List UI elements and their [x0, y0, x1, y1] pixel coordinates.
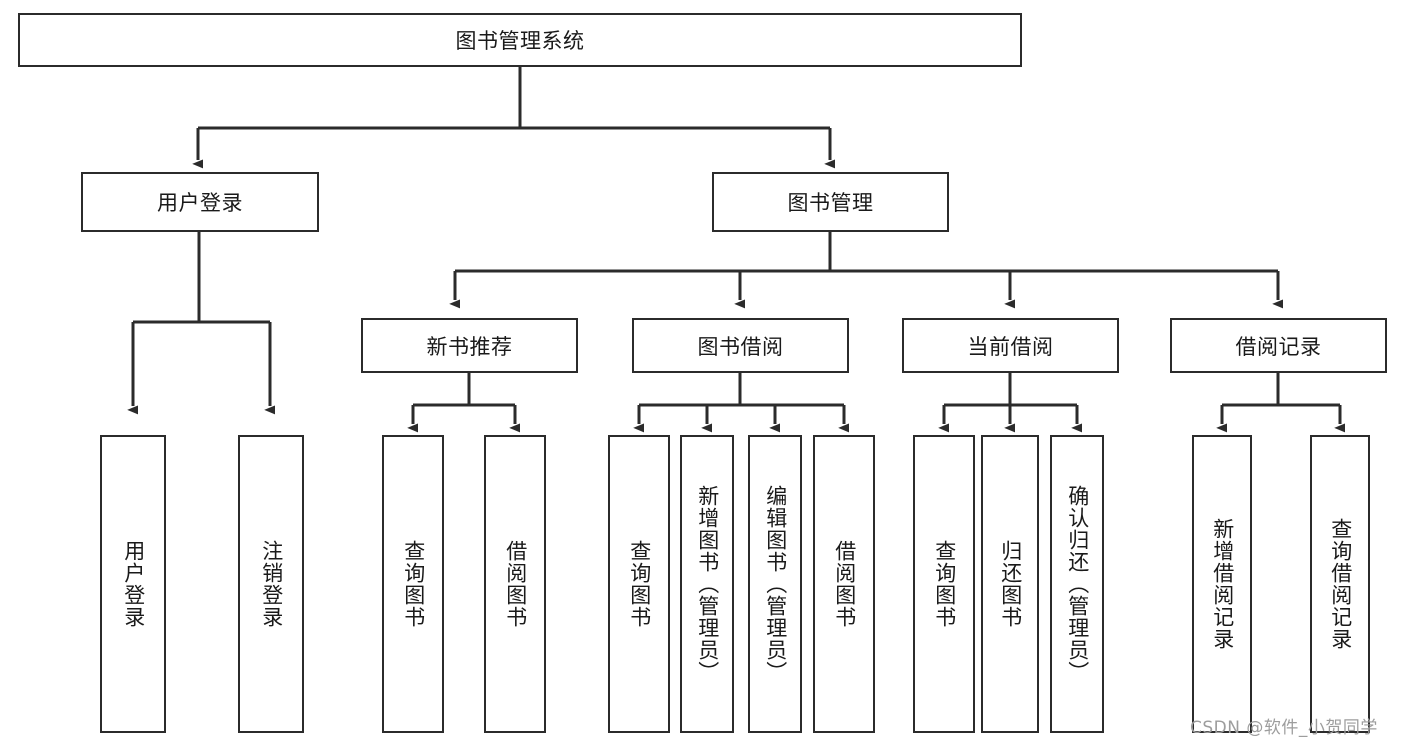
node-root-label: 图书管理系统 — [455, 29, 585, 53]
node-leaf-return-book-label: 归还图书 — [998, 540, 1023, 628]
node-leaf-confirm-return-label: 确认归还（管理员） — [1065, 485, 1090, 683]
csdn-watermark: CSDN @软件_小贺同学 — [1190, 718, 1378, 738]
node-leaf-add-book[interactable]: 新增图书（管理员） — [680, 435, 734, 733]
node-leaf-borrow-book-1-label: 借阅图书 — [503, 540, 528, 628]
node-book-manage[interactable]: 图书管理 — [712, 172, 949, 232]
node-current-borrow[interactable]: 当前借阅 — [902, 318, 1119, 373]
node-leaf-query-book-1[interactable]: 查询图书 — [382, 435, 444, 733]
node-borrow-record[interactable]: 借阅记录 — [1170, 318, 1387, 373]
node-leaf-query-record[interactable]: 查询借阅记录 — [1310, 435, 1370, 733]
node-leaf-return-book[interactable]: 归还图书 — [981, 435, 1039, 733]
node-leaf-user-logout[interactable]: 注销登录 — [238, 435, 304, 733]
node-user-login[interactable]: 用户登录 — [81, 172, 319, 232]
node-leaf-query-book-3[interactable]: 查询图书 — [913, 435, 975, 733]
node-new-book-rec-label: 新书推荐 — [426, 334, 513, 359]
node-leaf-add-record[interactable]: 新增借阅记录 — [1192, 435, 1252, 733]
node-leaf-confirm-return[interactable]: 确认归还（管理员） — [1050, 435, 1104, 733]
node-leaf-borrow-book-2-label: 借阅图书 — [832, 540, 857, 628]
node-leaf-borrow-book-2[interactable]: 借阅图书 — [813, 435, 875, 733]
node-leaf-edit-book[interactable]: 编辑图书（管理员） — [748, 435, 802, 733]
node-root[interactable]: 图书管理系统 — [18, 13, 1022, 67]
node-leaf-query-book-3-label: 查询图书 — [932, 540, 957, 628]
node-leaf-add-record-label: 新增借阅记录 — [1210, 518, 1235, 650]
node-leaf-user-logout-label: 注销登录 — [259, 540, 284, 628]
node-leaf-query-record-label: 查询借阅记录 — [1328, 518, 1353, 650]
node-user-login-label: 用户登录 — [157, 191, 243, 215]
node-leaf-edit-book-label: 编辑图书（管理员） — [763, 485, 788, 683]
node-book-manage-label: 图书管理 — [787, 191, 874, 215]
node-leaf-query-book-1-label: 查询图书 — [401, 540, 426, 628]
node-borrow-record-label: 借阅记录 — [1235, 334, 1322, 359]
node-leaf-add-book-label: 新增图书（管理员） — [695, 485, 720, 683]
node-book-borrow[interactable]: 图书借阅 — [632, 318, 849, 373]
node-leaf-user-login-label: 用户登录 — [121, 540, 146, 628]
node-leaf-user-login[interactable]: 用户登录 — [100, 435, 166, 733]
node-leaf-query-book-2[interactable]: 查询图书 — [608, 435, 670, 733]
node-leaf-borrow-book-1[interactable]: 借阅图书 — [484, 435, 546, 733]
node-leaf-query-book-2-label: 查询图书 — [627, 540, 652, 628]
node-current-borrow-label: 当前借阅 — [967, 334, 1054, 359]
node-new-book-rec[interactable]: 新书推荐 — [361, 318, 578, 373]
node-book-borrow-label: 图书借阅 — [697, 334, 784, 359]
